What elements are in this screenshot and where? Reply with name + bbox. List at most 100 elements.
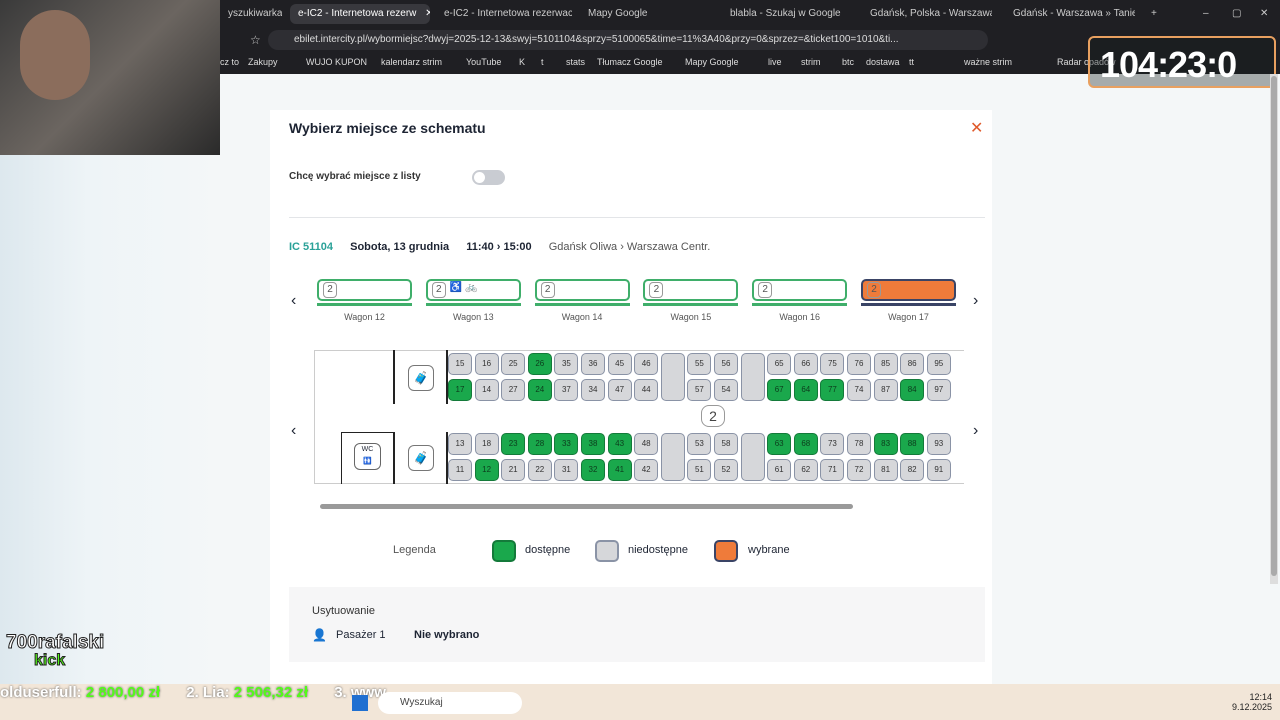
table-space xyxy=(660,433,685,481)
seat-41[interactable]: 41 xyxy=(607,459,632,481)
streamer-figure xyxy=(20,10,90,100)
wagons-prev-icon[interactable]: ‹ xyxy=(291,292,297,309)
seat-23[interactable]: 23 xyxy=(501,433,526,455)
close-window-button[interactable]: ✕ xyxy=(1260,8,1269,19)
tab[interactable]: blabla - Szukaj w Google xyxy=(730,8,841,19)
timer-text: 104:23:0 xyxy=(1100,44,1237,85)
seat-38[interactable]: 38 xyxy=(581,433,605,455)
seat-33[interactable]: 33 xyxy=(554,433,579,455)
seat-12[interactable]: 12 xyxy=(474,459,499,481)
bookmark-item[interactable]: WUJO KUPON xyxy=(306,57,368,67)
seat-88[interactable]: 88 xyxy=(900,433,925,455)
seat-13: 13 xyxy=(448,433,472,455)
seat-84[interactable]: 84 xyxy=(900,379,925,401)
bookmark-item[interactable]: kalendarz strim xyxy=(381,57,443,67)
travel-time: 11:40 › 15:00 xyxy=(466,241,532,253)
seat-17[interactable]: 17 xyxy=(448,379,472,401)
bookmark-item[interactable]: Radar opadów xyxy=(1057,57,1116,67)
start-button[interactable] xyxy=(352,695,368,711)
wagon-amenity-icons: ♿ 🚲 xyxy=(449,282,478,293)
seat-63[interactable]: 63 xyxy=(767,433,792,455)
bookmark-item[interactable]: t xyxy=(541,57,544,67)
tab[interactable]: yszukiwarka pol xyxy=(228,8,282,19)
bookmarks-bar: cz to Zakupy WUJO KUPON kalendarz strim YouT… xyxy=(0,52,1280,74)
new-tab-button[interactable]: + xyxy=(1151,8,1157,19)
seat-22: 22 xyxy=(527,459,552,481)
tab[interactable]: Gdańsk, Polska - Warszawa, Po xyxy=(870,8,992,19)
wagon-label: Wagon 12 xyxy=(344,312,385,322)
bookmark-item[interactable]: live xyxy=(768,57,782,67)
table-space xyxy=(660,353,685,401)
luggage-icon: 🧳 xyxy=(408,365,434,391)
wagon-13[interactable]: 2♿ 🚲 xyxy=(425,279,521,301)
seat-43[interactable]: 43 xyxy=(607,433,632,455)
bookmark-icon[interactable]: ☆ xyxy=(250,33,261,47)
list-toggle[interactable] xyxy=(472,170,505,185)
wall xyxy=(446,432,448,484)
wagon-12[interactable]: 2 xyxy=(317,279,412,301)
minimize-button[interactable]: – xyxy=(1203,8,1209,19)
bookmark-item[interactable]: strim xyxy=(801,57,821,67)
map-next-icon[interactable]: › xyxy=(973,422,979,439)
wagon-17[interactable]: 2 xyxy=(861,279,956,301)
bookmark-item[interactable]: cz to xyxy=(220,57,240,67)
seat-86: 86 xyxy=(900,353,925,375)
seat-54: 54 xyxy=(714,379,738,401)
seat-95: 95 xyxy=(926,353,951,375)
bookmark-item[interactable]: Zakupy xyxy=(248,57,278,67)
taskbar-search[interactable]: Wyszukaj xyxy=(378,692,522,714)
seat-46: 46 xyxy=(634,353,659,375)
horizontal-scrollbar[interactable] xyxy=(312,503,962,509)
legend-selected-swatch xyxy=(714,540,738,562)
seat-36: 36 xyxy=(581,353,605,375)
seat-67[interactable]: 67 xyxy=(767,379,792,401)
seat-28[interactable]: 28 xyxy=(527,433,552,455)
tab[interactable]: Gdańsk - Warszawa » Tanie bil xyxy=(1013,8,1135,19)
wagon-label: Wagon 17 xyxy=(888,312,929,322)
wagon-15[interactable]: 2 xyxy=(643,279,739,301)
bookmark-item[interactable]: YouTube xyxy=(466,57,502,67)
placement-panel xyxy=(289,587,985,662)
wagons-next-icon[interactable]: › xyxy=(973,292,979,309)
tab[interactable]: e-IC2 - Internetowa rezerwacja xyxy=(444,8,572,19)
seat-55: 55 xyxy=(687,353,712,375)
wagon-label: Wagon 16 xyxy=(779,312,821,322)
map-prev-icon[interactable]: ‹ xyxy=(291,422,297,439)
close-tab-icon[interactable]: ✕ xyxy=(425,8,430,19)
seat-83[interactable]: 83 xyxy=(873,433,898,455)
bookmark-item[interactable]: Mapy Google xyxy=(685,57,739,67)
list-toggle-label: Chcę wybrać miejsce z listy xyxy=(289,171,421,182)
wagon-label: Wagon 15 xyxy=(670,312,712,322)
seat-32[interactable]: 32 xyxy=(581,459,605,481)
wagon-14[interactable]: 2 xyxy=(534,279,630,301)
seat-77[interactable]: 77 xyxy=(820,379,845,401)
bookmark-item[interactable]: ważne strim xyxy=(964,57,1013,67)
seat-26[interactable]: 26 xyxy=(527,353,552,375)
seat-64[interactable]: 64 xyxy=(793,379,818,401)
maximize-button[interactable]: ▢ xyxy=(1232,8,1242,19)
bookmark-item[interactable]: Tłumacz Google xyxy=(597,57,663,67)
legend-selected: wybrane xyxy=(748,544,790,556)
wall xyxy=(393,432,395,484)
close-icon[interactable]: ✕ xyxy=(970,120,984,137)
bookmark-item[interactable]: tt xyxy=(909,57,915,67)
bookmark-item[interactable]: K xyxy=(519,57,526,67)
scrollbar-thumb[interactable] xyxy=(320,504,853,509)
seat-66: 66 xyxy=(793,353,818,375)
seat-85: 85 xyxy=(873,353,898,375)
travel-date: Sobota, 13 grudnia xyxy=(350,241,450,253)
wagon-16[interactable]: 2 xyxy=(752,279,848,301)
seat-24[interactable]: 24 xyxy=(527,379,552,401)
seat-68[interactable]: 68 xyxy=(793,433,818,455)
tab-active[interactable]: e-IC2 - Internetowa rezerw ✕ xyxy=(290,4,430,24)
seat-65: 65 xyxy=(767,353,792,375)
class-icon: 2 xyxy=(758,282,773,298)
bookmark-item[interactable]: btc xyxy=(842,57,855,67)
bookmark-item[interactable]: stats xyxy=(566,57,586,67)
page-background xyxy=(0,154,220,684)
page-scrollbar[interactable] xyxy=(1270,74,1278,584)
wagon-underline xyxy=(861,303,956,306)
url-input[interactable]: ebilet.intercity.pl/wybormiejsc?dwyj=202… xyxy=(268,30,988,50)
tab[interactable]: Mapy Google xyxy=(588,8,648,19)
bookmark-item[interactable]: dostawa xyxy=(866,57,900,67)
